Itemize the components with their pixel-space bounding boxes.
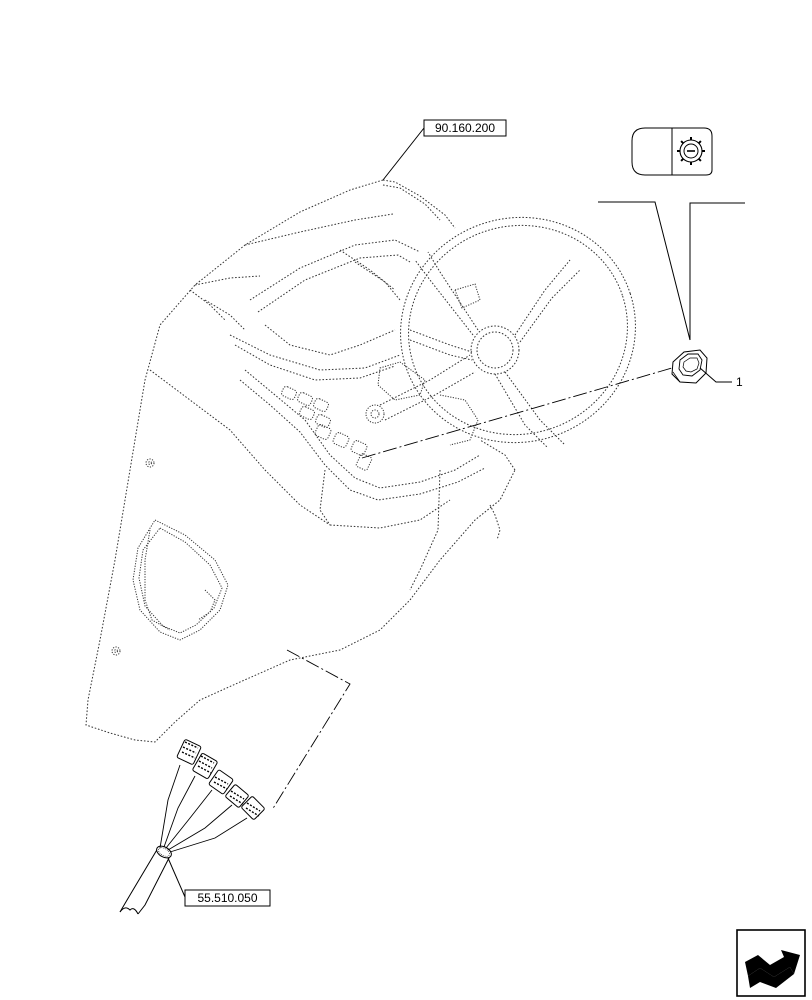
switch-symbol-detail xyxy=(631,127,713,176)
wire-harness[interactable] xyxy=(119,739,265,915)
reference-bottom[interactable]: 55.510.050 xyxy=(184,889,271,907)
detail-leader-left xyxy=(598,201,691,341)
connector-4 xyxy=(225,784,249,808)
reference-bottom-label: 55.510.050 xyxy=(197,891,257,905)
detail-leader-right xyxy=(689,202,745,340)
item-1-callout: 1 xyxy=(736,375,743,389)
switch-part[interactable] xyxy=(671,349,708,384)
dashboard-drawing xyxy=(85,179,636,743)
reference-top-label: 90.160.200 xyxy=(435,121,495,135)
connector-1 xyxy=(176,739,202,765)
connector-3 xyxy=(208,769,234,795)
item-1-leader xyxy=(699,367,732,383)
connector-2 xyxy=(192,753,218,779)
reference-bottom-leader xyxy=(167,857,186,898)
part1-location-line xyxy=(361,367,673,459)
connector-5 xyxy=(241,796,265,820)
return-arrow-icon[interactable] xyxy=(736,929,806,997)
gear-minus-icon xyxy=(677,137,705,165)
reference-top[interactable]: 90.160.200 xyxy=(423,119,507,137)
reference-top-leader xyxy=(382,127,425,181)
harness-location-line xyxy=(271,649,351,811)
